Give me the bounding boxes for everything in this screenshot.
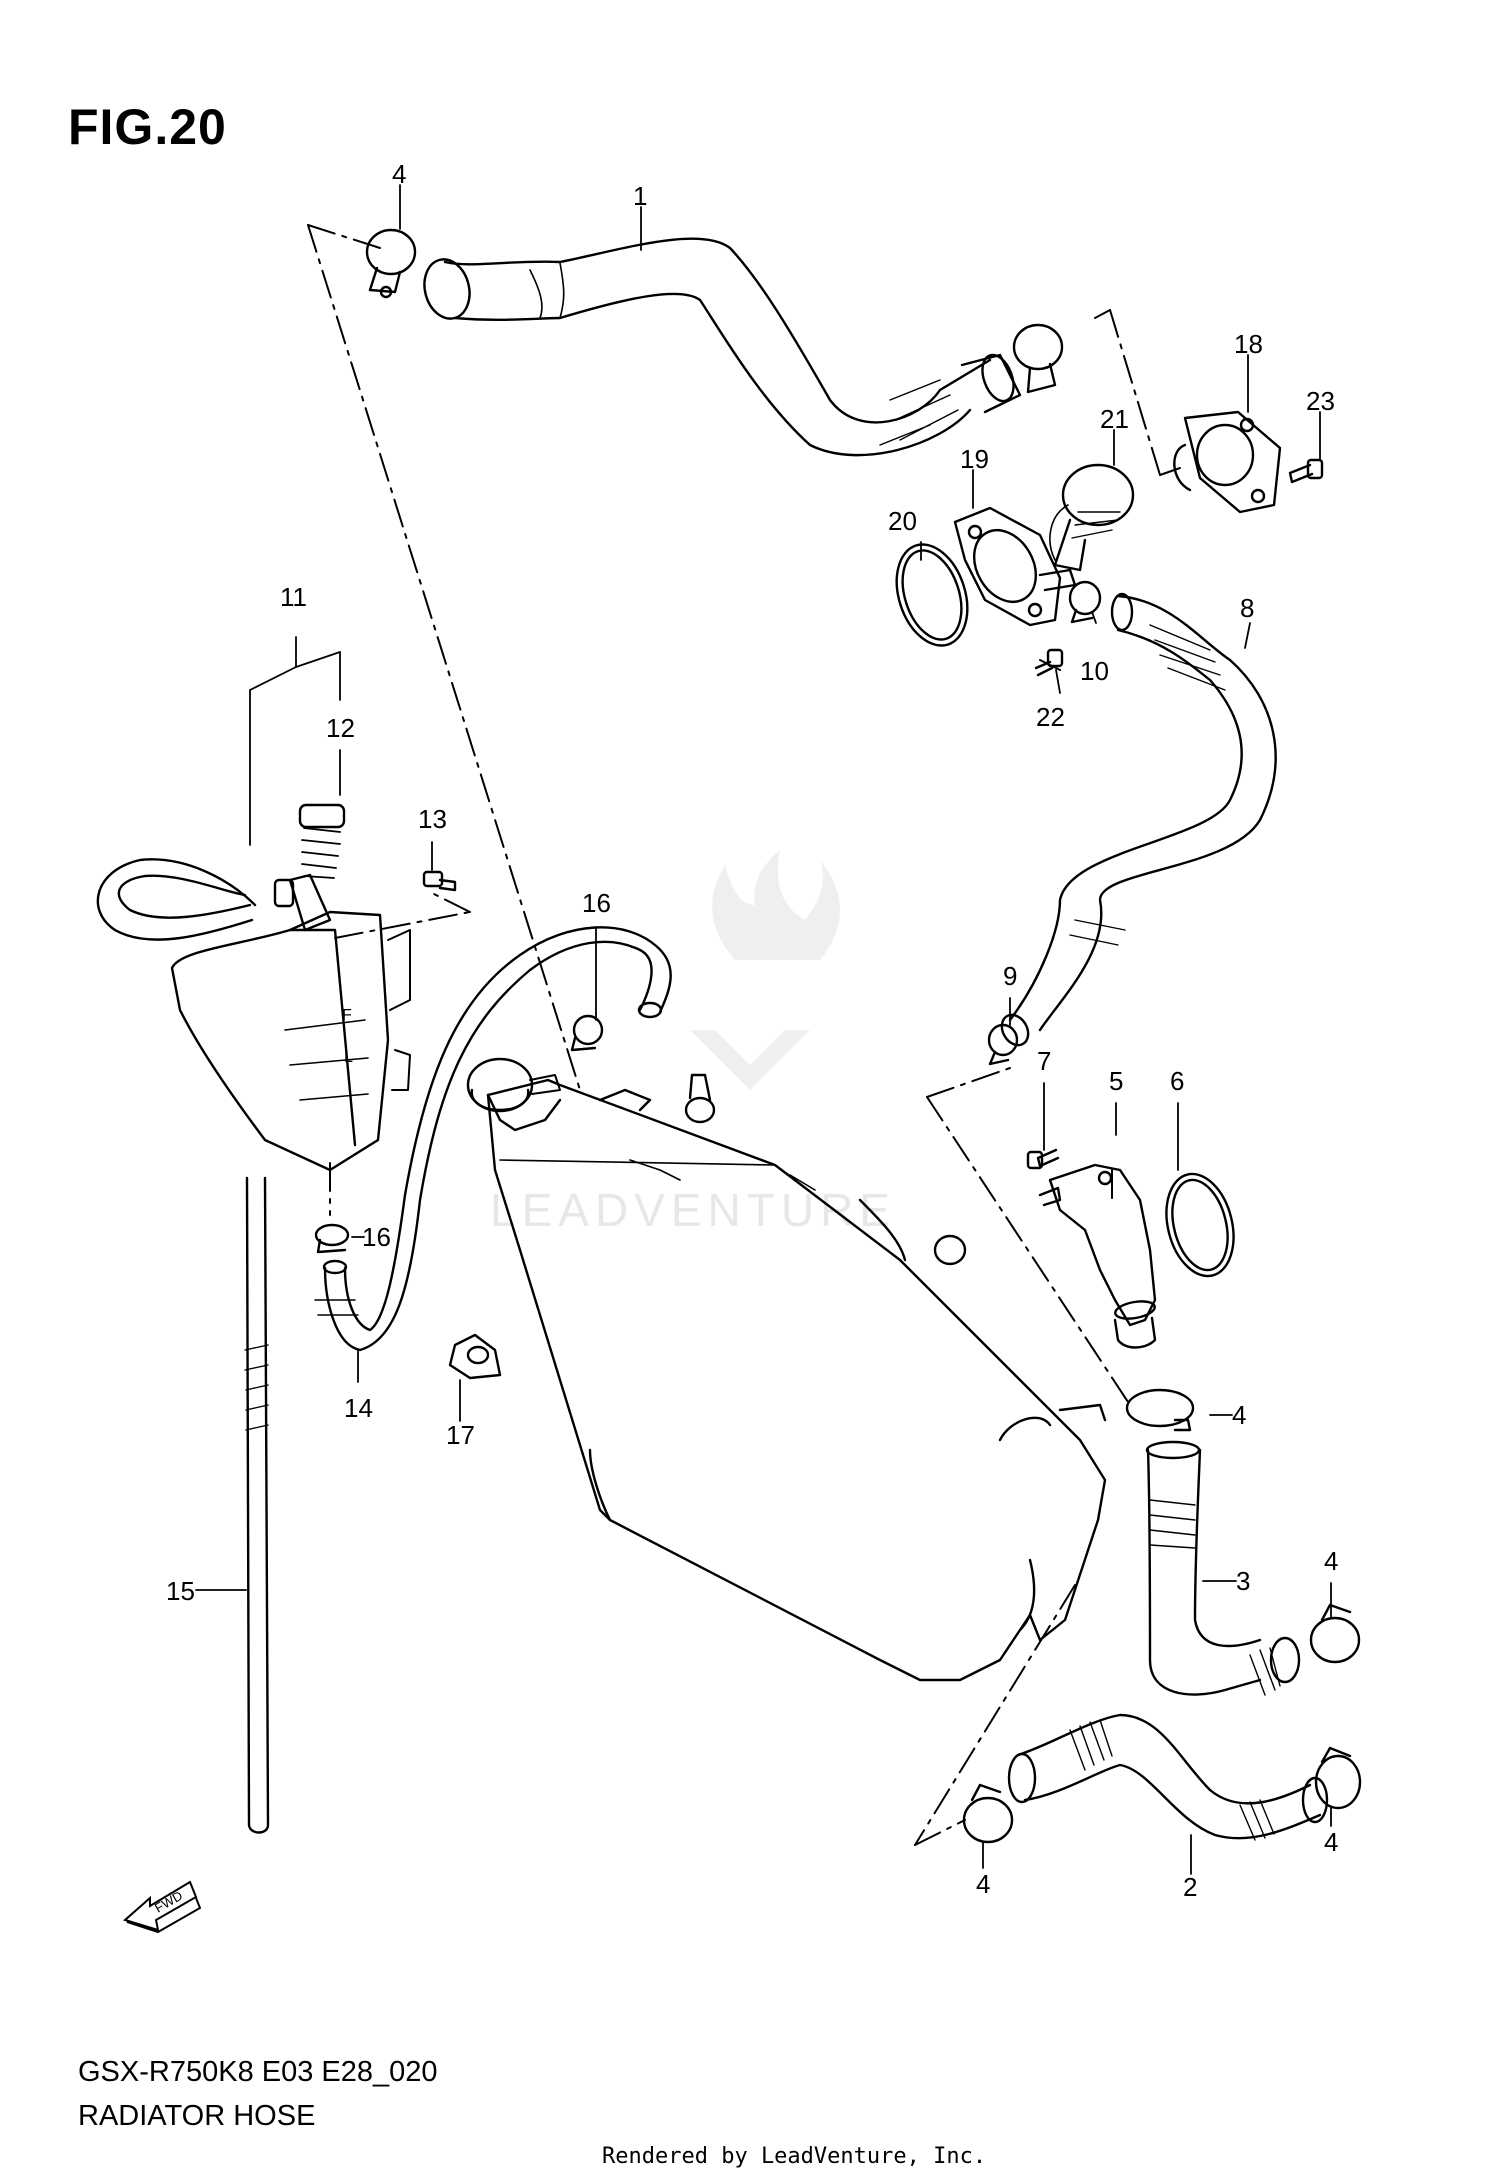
water-outlet-5 [1038,1163,1157,1349]
thermostat-housing-19 [953,506,1077,627]
leadventure-watermark: LEADVENTURE [490,850,896,1236]
callout-14: 14 [344,1393,373,1423]
radiator [466,1057,1107,1682]
bolt-22 [1034,648,1064,677]
bolt-7 [1026,1148,1060,1170]
hose-14 [314,926,672,1352]
clamp-left-lower [962,1783,1014,1844]
rendered-by: Rendered by LeadVenture, Inc. [602,2144,987,2169]
callout-labels: 4 1 18 23 21 19 20 8 10 22 11 12 13 16 9… [166,159,1338,1902]
callout-13: 13 [418,804,447,834]
callout-20: 20 [888,506,917,536]
reservoir-tank-11: F L [96,858,411,1172]
callout-4-right-upper: 4 [1324,1546,1338,1576]
callout-9: 9 [1003,961,1017,991]
clamp-10 [1068,580,1102,624]
figure-code: GSX-R750K8 E03 E28_020 [78,2056,438,2088]
hose-3 [1145,1440,1301,1696]
figure-title: FIG.20 [68,99,227,155]
callout-1: 1 [633,181,647,211]
callout-3: 3 [1236,1566,1250,1596]
watermark-text: LEADVENTURE [490,1184,896,1236]
clamp-16-upper [570,1014,604,1052]
bracket-17 [448,1333,502,1380]
callout-16-upper: 16 [582,888,611,918]
figure-name: RADIATOR HOSE [78,2100,316,2132]
callout-11: 11 [280,582,307,612]
fwd-arrow-icon: FWD [122,1880,202,1934]
clamp-mid-right [1125,1388,1195,1432]
callout-4-top: 4 [392,159,406,189]
clamp-top-left [365,228,417,299]
callout-15: 15 [166,1576,195,1606]
clamp-9 [987,1023,1019,1066]
callout-17: 17 [446,1420,475,1450]
leader-lines [195,184,1332,1875]
overflow-tube-15 [244,1176,270,1834]
hose-8 [1000,592,1277,1047]
reservoir-cap-12 [298,803,346,879]
guide-lines [307,224,1181,1846]
callout-21: 21 [1100,404,1129,434]
o-ring-20 [895,543,969,647]
callout-4-mid: 4 [1232,1400,1246,1430]
callout-10: 10 [1080,656,1109,686]
hose-1 [423,237,1022,457]
thermostat-21 [1049,463,1135,572]
svg-text:L: L [344,1049,353,1066]
bolt-13 [422,870,457,892]
thermostat-cover-18 [1173,410,1282,514]
callout-7: 7 [1037,1046,1051,1076]
callout-23: 23 [1306,386,1335,416]
callout-19: 19 [960,444,989,474]
callout-4-right-lower: 4 [1324,1827,1338,1857]
hose-2 [1007,1713,1329,1841]
bolt-23 [1288,458,1324,484]
callout-5: 5 [1109,1066,1123,1096]
clamp-right-lower [1314,1746,1362,1810]
callout-2: 2 [1183,1872,1197,1902]
clamp-16-lower [314,1223,350,1254]
callout-6: 6 [1170,1066,1184,1096]
o-ring-6 [1165,1172,1235,1278]
callout-18: 18 [1234,329,1263,359]
callout-22: 22 [1036,702,1065,732]
clamp-right-upper [1309,1603,1361,1664]
callout-12: 12 [326,713,355,743]
svg-text:F: F [342,1007,352,1024]
callout-16-lower: 16 [362,1222,391,1252]
callout-8: 8 [1240,593,1254,623]
clamp-top-right [1012,323,1064,394]
callout-4-left-lower: 4 [976,1869,990,1899]
